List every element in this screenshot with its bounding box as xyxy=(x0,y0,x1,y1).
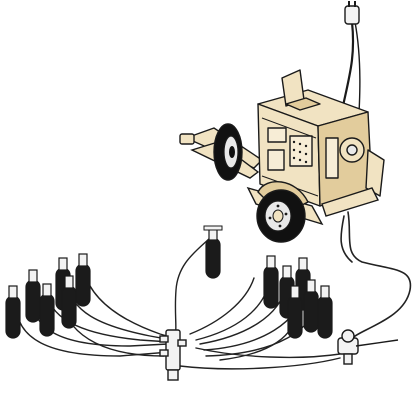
bottle xyxy=(317,285,333,339)
bottle xyxy=(75,253,91,307)
bottle-bank-right xyxy=(263,255,333,339)
power-plug xyxy=(344,1,360,25)
bottle-center xyxy=(203,225,223,279)
bottle-bank-left xyxy=(5,253,91,339)
supply-hose xyxy=(340,211,412,347)
bottle xyxy=(287,285,303,339)
spare-wheel xyxy=(213,123,243,181)
main-wheel xyxy=(256,189,306,243)
bottle xyxy=(263,255,279,309)
bottle xyxy=(39,283,55,337)
bottle xyxy=(25,269,41,323)
manifold-block xyxy=(159,329,187,381)
pressure-regulator xyxy=(337,329,399,365)
bottle xyxy=(5,285,21,339)
compressor-body xyxy=(257,69,385,207)
bottle xyxy=(61,275,77,329)
